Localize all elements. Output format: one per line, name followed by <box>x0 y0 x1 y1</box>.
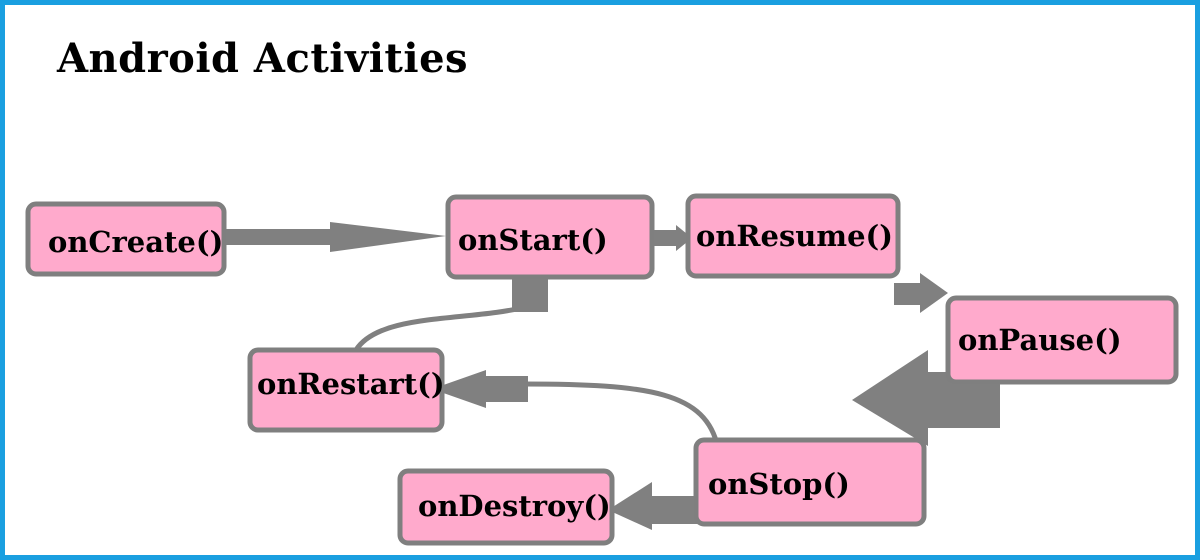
arrow-start-to-resume <box>652 225 692 251</box>
connector-restart-to-start <box>353 303 533 353</box>
arrow-stop-to-restart-head <box>432 370 528 408</box>
arrow-create-to-start <box>224 222 446 252</box>
page-title: Android Activities <box>57 35 469 82</box>
node-oncreate-box <box>25 201 227 277</box>
node-onrestart-box <box>247 347 445 433</box>
node-onstop-box <box>693 437 927 527</box>
arrow-stop-to-destroy <box>608 482 716 530</box>
node-ondestroy-label: onDestroy() <box>418 489 611 523</box>
node-onresume-label: onResume() <box>696 219 893 253</box>
node-onstart-label: onStart() <box>458 223 608 257</box>
node-onpause-box <box>945 295 1179 385</box>
node-onrestart-label: onRestart() <box>257 367 445 401</box>
node-onresume-box <box>685 193 901 279</box>
node-onstart-box <box>445 194 655 280</box>
arrow-resume-to-pause <box>894 273 948 313</box>
node-ondestroy-box <box>397 468 615 546</box>
connector-stop-to-restart <box>519 381 721 451</box>
node-oncreate-label: onCreate() <box>48 225 223 259</box>
node-onpause-label: onPause() <box>958 323 1122 357</box>
node-onstop-label: onStop() <box>708 467 850 501</box>
